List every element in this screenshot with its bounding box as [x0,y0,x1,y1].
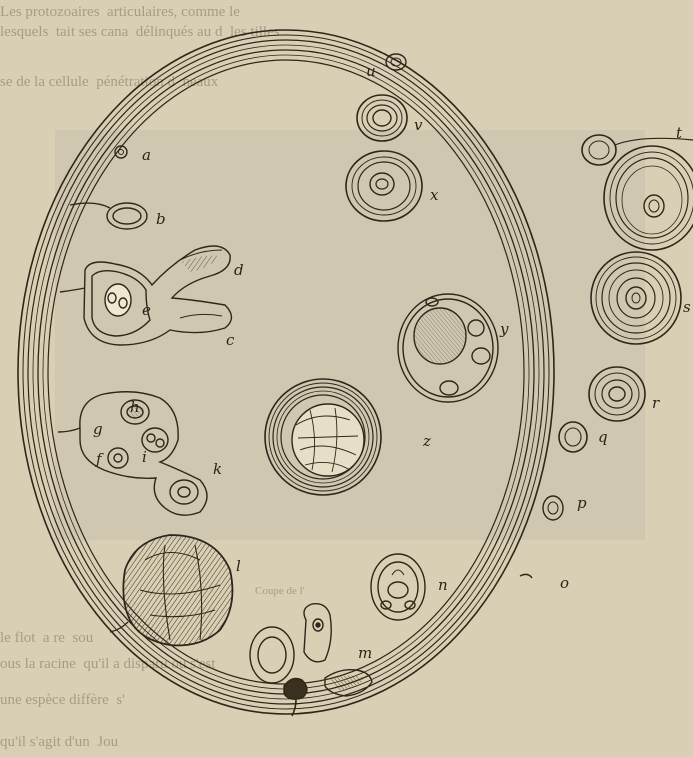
label-f: f [96,452,102,467]
label-c: c [226,333,234,348]
label-i: i [142,450,147,465]
label-r: r [652,396,659,411]
label-s: s [683,300,691,315]
label-l: l [236,559,241,574]
cluster-m [250,604,372,716]
nodule-o [520,574,532,578]
label-b: b [156,212,166,227]
dark-cyst-l [110,535,232,645]
label-h: h [130,400,140,415]
label-t: t [676,126,682,141]
label-g-inner: g [93,422,103,437]
label-d: d [234,263,244,278]
label-n: n [438,578,448,593]
label-k: k [213,462,222,477]
label-q: q [598,430,608,445]
label-o: o [560,576,569,591]
label-a: a [142,148,151,163]
label-y: y [500,322,508,337]
cell-y-nucleus-shading [414,308,466,364]
cell-n [371,554,425,620]
label-p: p [577,496,587,511]
label-v: v [414,118,422,133]
label-m: m [358,646,372,661]
label-z: z [423,434,431,449]
label-e: e [142,303,151,318]
label-u: u [366,64,376,79]
label-x: x [430,188,438,203]
